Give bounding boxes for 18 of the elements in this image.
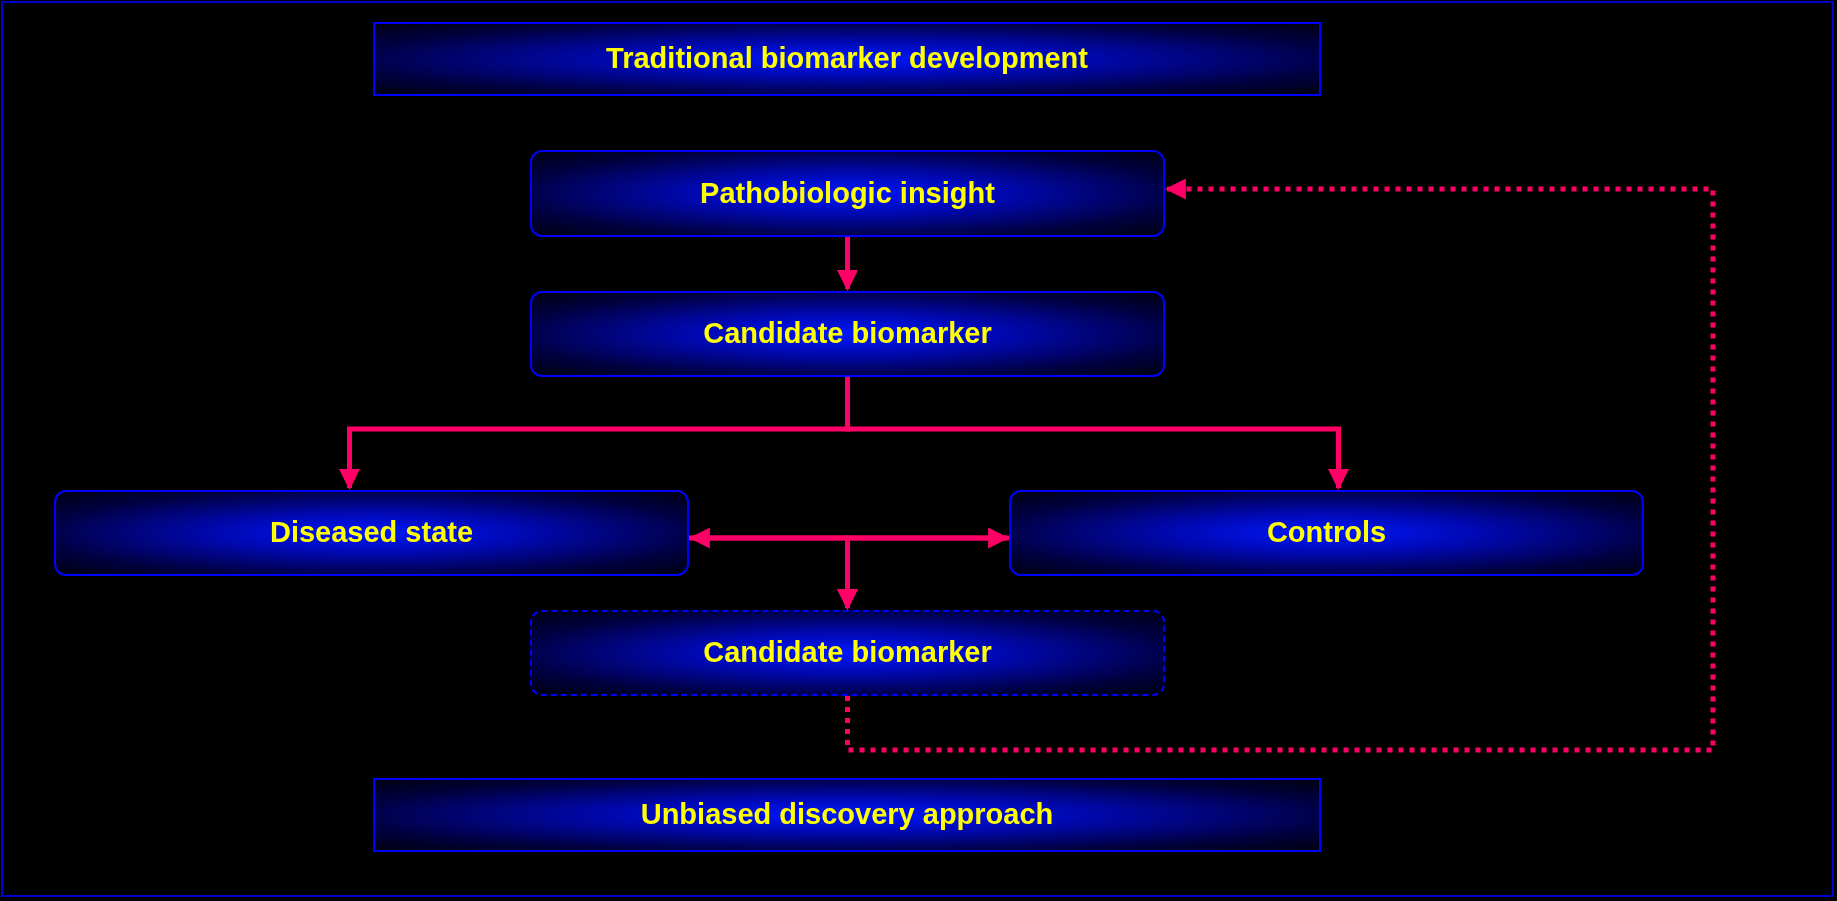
title-band (373, 778, 1321, 852)
process-box (530, 150, 1165, 237)
arrow (837, 535, 1009, 611)
box-label: Controls (1266, 515, 1387, 551)
box-label: Candidate biomarker (703, 316, 992, 352)
process-box (530, 610, 1165, 696)
process-box (54, 490, 689, 576)
process-box (530, 291, 1165, 377)
title-band (373, 22, 1321, 96)
arrow (845, 178, 1716, 753)
box-label: Diseased state (269, 515, 474, 551)
arrow (837, 236, 858, 292)
box-label: Pathobiologic insight (700, 175, 995, 211)
box-label: Traditional biomarker development (606, 41, 1088, 77)
box-label: Candidate biomarker (703, 635, 992, 671)
arrow (845, 377, 1349, 491)
box-label: Unbiased discovery approach (640, 797, 1054, 833)
process-box (1009, 490, 1644, 576)
